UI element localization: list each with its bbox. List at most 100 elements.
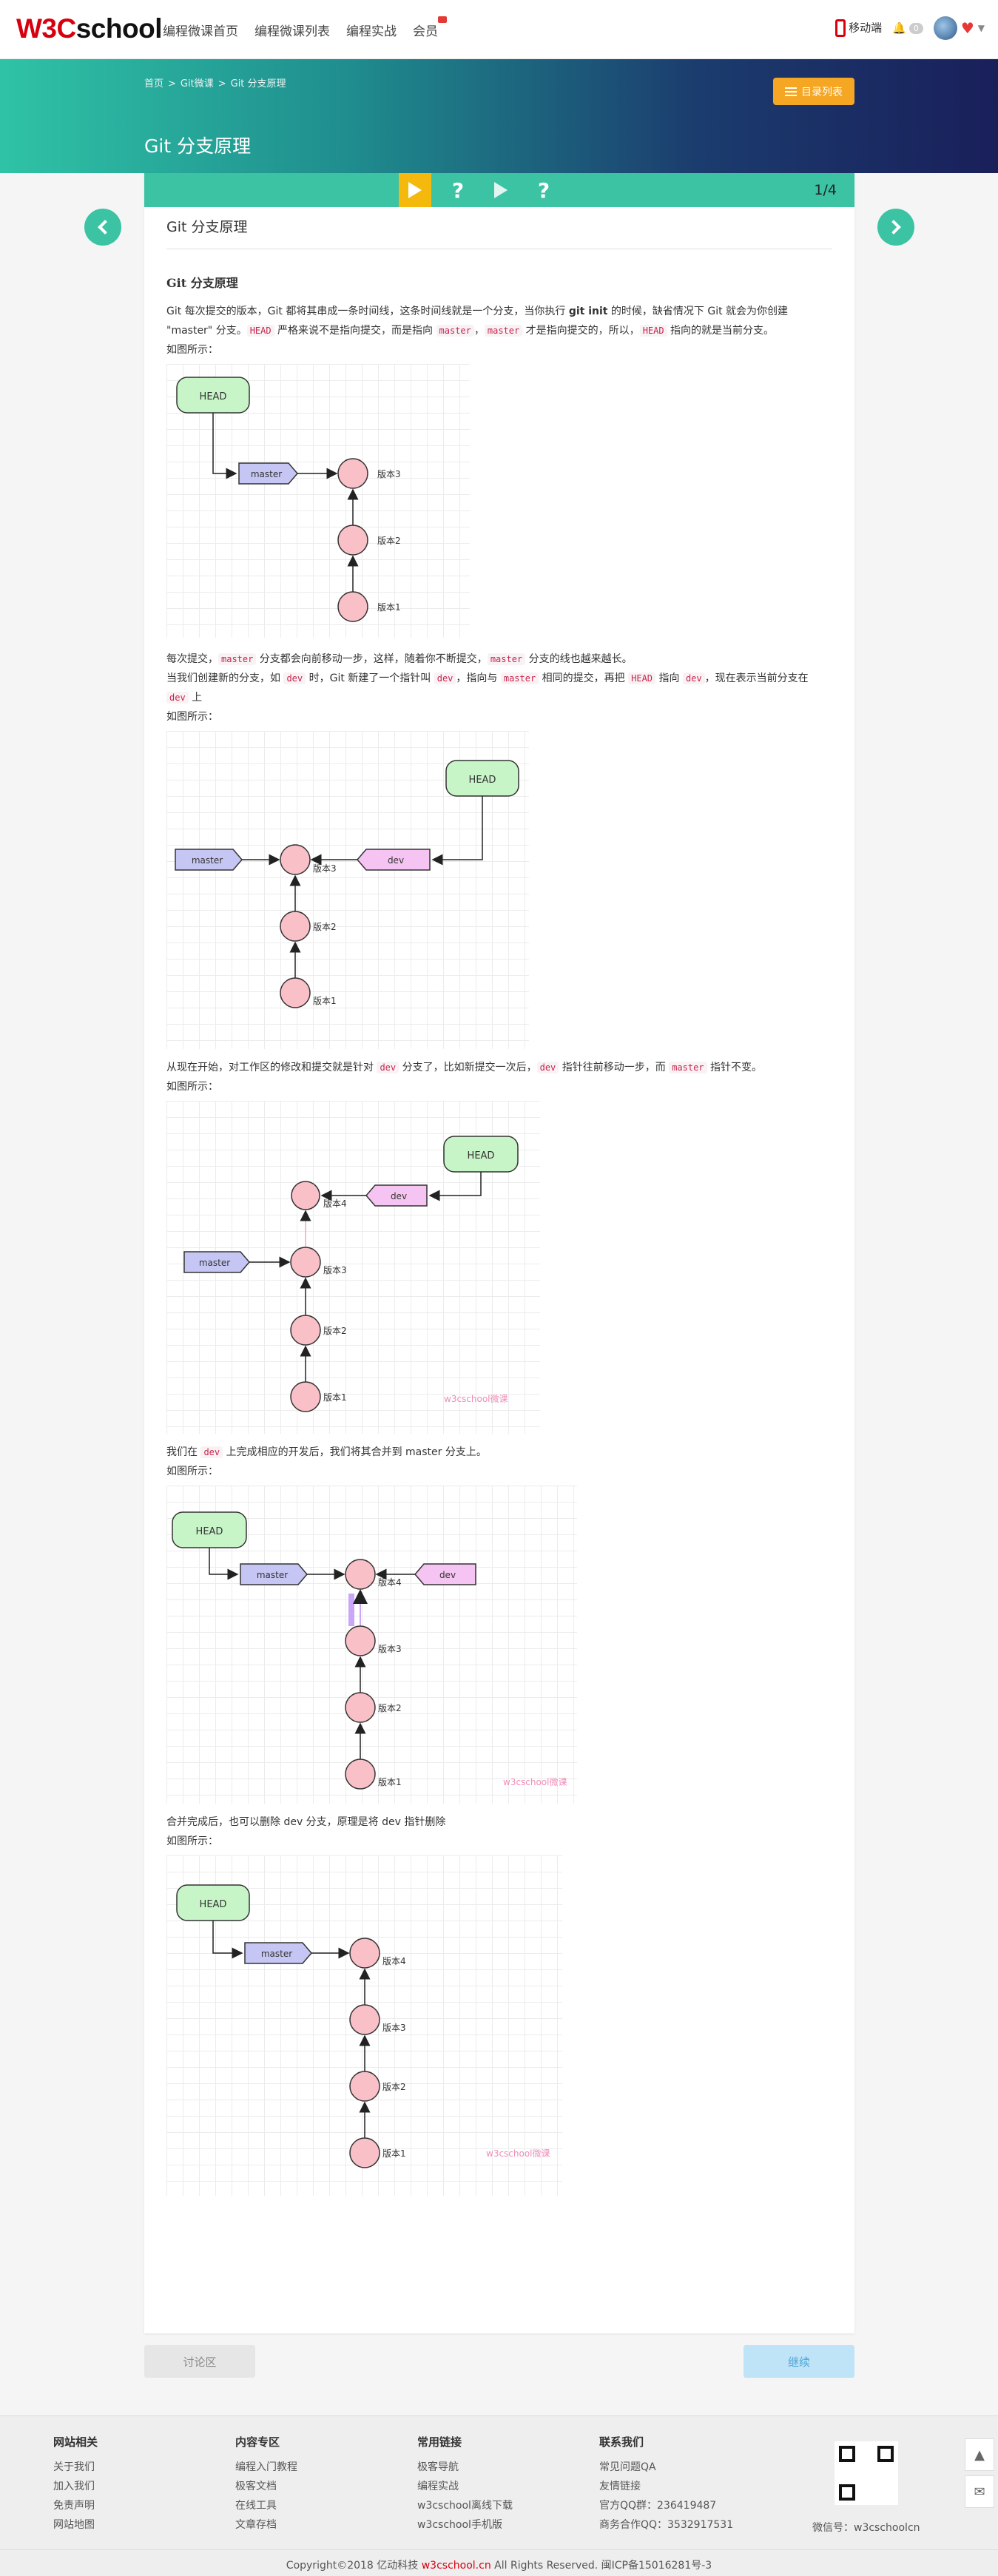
footer-link[interactable]: 编程实战 [417,2481,459,2492]
continue-button[interactable]: 继续 [744,2345,854,2378]
discussion-button[interactable]: 讨论区 [144,2345,255,2378]
svg-text:版本3: 版本3 [323,1265,347,1275]
svg-text:dev: dev [388,855,404,866]
step-play-button-2[interactable] [485,173,517,207]
nav-home[interactable]: 编程微课首页 [163,24,238,39]
feedback-button[interactable]: ✉ [965,2475,994,2508]
footer-col-links: 常用链接 极客导航 编程实战 w3cschool离线下载 w3cschool手机… [417,2432,513,2535]
prev-lesson-button[interactable] [84,209,121,246]
step-quiz-button[interactable]: ? [442,173,474,207]
svg-text:HEAD: HEAD [468,1150,495,1161]
svg-text:版本2: 版本2 [378,1703,402,1713]
step-play-button[interactable] [399,173,431,207]
svg-text:版本4: 版本4 [382,1956,406,1966]
svg-text:master: master [192,855,223,866]
footer-link[interactable]: 友情链接 [599,2481,641,2492]
svg-text:版本1: 版本1 [313,996,337,1006]
footer-link[interactable]: 在线工具 [235,2500,277,2512]
svg-text:版本2: 版本2 [377,536,401,546]
footer-col-contact: 联系我们 常见问题QA 友情链接 官方QQ群：236419487 商务合作QQ：… [599,2432,733,2535]
menu-icon [785,87,797,96]
nav-right: 移动端 🔔0 ♥▼ [835,16,985,40]
back-to-top-button[interactable]: ▲ [965,2438,994,2471]
vip-badge [438,16,447,23]
logo-school: school [75,13,163,44]
svg-text:版本1: 版本1 [382,2148,406,2159]
svg-text:版本1: 版本1 [323,1392,347,1403]
nav-vip[interactable]: 会员 [413,16,447,39]
lesson-toolbar: ? ? 1/4 [144,173,854,207]
crumb-current: Git 分支原理 [230,78,286,90]
svg-text:HEAD: HEAD [196,1526,223,1537]
crumb-course[interactable]: Git微课 [180,78,214,90]
diagram-1: HEAD master 版本3 版本2 版本1 [166,364,470,638]
site-logo[interactable]: W3Cschool [16,13,162,44]
svg-text:版本2: 版本2 [382,2082,406,2092]
user-menu[interactable]: ♥▼ [933,16,985,40]
footer-link[interactable]: 文章存档 [235,2519,277,2531]
svg-text:dev: dev [391,1191,407,1201]
next-lesson-button[interactable] [877,209,914,246]
nav-course-list[interactable]: 编程微课列表 [254,24,330,39]
lesson-card: ? ? 1/4 Git 分支原理 Git 分支原理 Git 每次提交的版本，Gi… [144,173,854,2333]
watermark: w3cschool微课 [486,2148,550,2159]
mobile-label: 移动端 [849,21,883,35]
commit-1 [337,591,368,622]
watermark: w3cschool微课 [503,1777,567,1787]
wechat-qr-code [835,2441,898,2505]
footer-col-site: 网站相关 关于我们 加入我们 免责声明 网站地图 [53,2432,98,2535]
question-icon: ? [451,178,465,203]
diagram-4: HEAD master 版本4 dev 版本3 版本2 版本1 [166,1486,577,1804]
lesson-content: Git 分支原理 Git 分支原理 Git 每次提交的版本，Git 都将其串成一… [166,218,832,2196]
diagram-3-svg: HEAD dev 版本4 master 版本3 版本2 版本1 w3cs [183,1136,519,1412]
svg-text:版本2: 版本2 [313,922,337,932]
toc-button[interactable]: 目录列表 [773,78,854,105]
chevron-right-icon [886,220,901,235]
footer-link[interactable]: w3cschool离线下载 [417,2500,513,2512]
footer-link[interactable]: 常见问题QA [599,2461,656,2473]
page-indicator: 1/4 [814,182,837,198]
footer-link[interactable]: 关于我们 [53,2461,95,2473]
master-pointer [238,462,298,485]
crumb-sep: > [168,78,176,90]
step-quiz-button-2[interactable]: ? [527,173,560,207]
diagram-1-svg: HEAD master 版本3 版本2 版本1 [176,377,401,622]
toc-label: 目录列表 [801,86,843,98]
svg-text:版本3: 版本3 [377,469,401,479]
paragraph-4: 从现在开始，对工作区的修改和提交就是针对 dev 分支了，比如新提交一次后，de… [166,1062,762,1073]
figure-caption: 如图所示： [166,1466,218,1477]
svg-text:版本1: 版本1 [378,1777,402,1787]
mobile-link[interactable]: 移动端 [835,19,882,37]
footer-link[interactable]: 编程入门教程 [235,2461,297,2473]
nav-practice[interactable]: 编程实战 [346,24,397,39]
paragraph-2: 每次提交，master 分支都会向前移动一步，这样，随着你不断提交，master… [166,653,633,665]
svg-text:版本3: 版本3 [382,2023,406,2033]
svg-text:版本3: 版本3 [378,1644,402,1654]
lesson-title: Git 分支原理 [166,218,832,249]
crumb-home[interactable]: 首页 [144,78,164,90]
crumb-sep: > [218,78,226,90]
figure-caption: 如图所示： [166,711,218,723]
play-icon [408,182,422,198]
wechat-caption: 微信号：w3cschoolcn [812,2522,920,2534]
chevron-left-icon [98,220,112,235]
svg-text:版本4: 版本4 [378,1577,402,1588]
avatar [933,16,957,40]
footer-link[interactable]: 网站地图 [53,2519,95,2531]
logo-w3c: W3C [16,13,76,44]
svg-text:版本2: 版本2 [323,1326,347,1336]
svg-text:master: master [261,1949,292,1959]
footer-link[interactable]: w3cschool手机版 [417,2519,502,2531]
figure-caption: 如图所示： [166,1081,218,1093]
diagram-4-svg: HEAD master 版本4 dev 版本3 版本2 版本1 [172,1511,567,1790]
svg-text:版本1: 版本1 [377,602,401,613]
footer-link[interactable]: 免责声明 [53,2500,95,2512]
footer-link[interactable]: 加入我们 [53,2481,95,2492]
notification-button[interactable]: 🔔0 [892,21,923,35]
footer-link[interactable]: 极客导航 [417,2461,459,2473]
page-title: Git 分支原理 [144,135,252,157]
paragraph-1: Git 每次提交的版本，Git 都将其串成一条时间线，这条时间线就是一个分支，当… [166,306,789,337]
head-text: HEAD [200,391,227,402]
footer-link[interactable]: 极客文档 [235,2481,277,2492]
diagram-5: HEAD master 版本4 版本3 版本2 版本1 w3cschool微课 [166,1855,562,2196]
